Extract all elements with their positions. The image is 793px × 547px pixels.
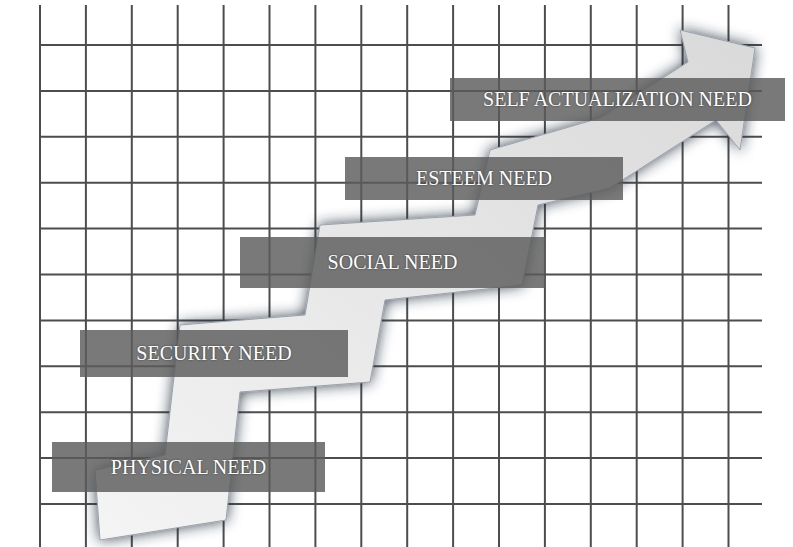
band-label: PHYSICAL NEED <box>111 456 266 479</box>
band-label: SECURITY NEED <box>136 342 291 365</box>
grid-line <box>40 319 762 321</box>
need-band: SECURITY NEED <box>80 330 348 377</box>
need-band: PHYSICAL NEED <box>52 442 325 492</box>
band-label: SOCIAL NEED <box>328 251 458 274</box>
band-label: SELF ACTUALIZATION NEED <box>483 88 752 111</box>
staircase-arrow <box>95 30 755 540</box>
grid-line <box>40 44 762 46</box>
need-band: SELF ACTUALIZATION NEED <box>450 78 785 121</box>
need-band: SOCIAL NEED <box>240 237 545 288</box>
band-label: ESTEEM NEED <box>416 167 552 190</box>
need-band: ESTEEM NEED <box>345 157 623 200</box>
grid-line <box>39 5 41 547</box>
grid-line <box>40 411 762 413</box>
